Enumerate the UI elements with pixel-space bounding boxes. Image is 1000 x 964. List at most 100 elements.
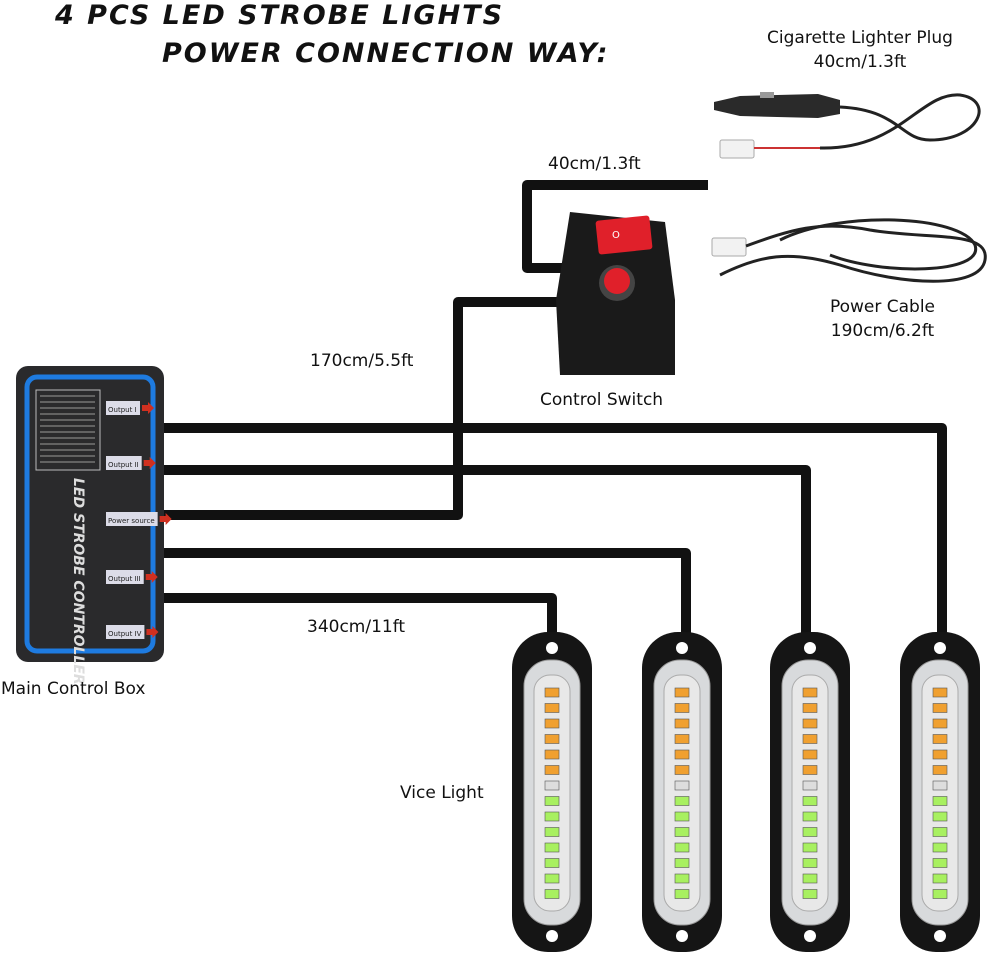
- cable-output-1: [160, 423, 947, 640]
- led: [674, 827, 690, 837]
- title-line-2: POWER CONNECTION WAY:: [162, 38, 610, 69]
- mount-hole: [546, 642, 558, 654]
- cigarette-lighter-plug: [714, 92, 981, 159]
- led: [802, 873, 818, 884]
- led: [674, 811, 690, 822]
- led: [802, 749, 818, 760]
- rocker-switch[interactable]: [595, 215, 653, 255]
- led: [932, 718, 948, 729]
- cable-output-3: [160, 548, 691, 640]
- port-label-text: Output I: [108, 406, 137, 414]
- led: [932, 811, 948, 822]
- port-label-text: Output II: [108, 461, 139, 469]
- led: [544, 858, 560, 868]
- label-control-switch: Control Switch: [540, 390, 664, 410]
- label-main-control-box: Main Control Box: [1, 679, 146, 699]
- port-label: Output III: [106, 570, 158, 584]
- mount-hole: [546, 930, 558, 942]
- port-label-text: Power source: [108, 517, 155, 525]
- arrow-right-icon: [159, 513, 172, 525]
- led: [544, 718, 560, 729]
- arrow-right-icon: [146, 626, 159, 638]
- port-label: Output I: [106, 401, 154, 415]
- led: [674, 718, 690, 729]
- label-cigarette-plug: Cigarette Lighter Plug: [767, 28, 953, 48]
- arrow-right-icon: [143, 457, 156, 469]
- vice-light: [770, 632, 850, 952]
- cable-output-2: [160, 465, 811, 640]
- led: [802, 780, 818, 791]
- led: [674, 858, 690, 868]
- led: [932, 889, 948, 899]
- cable-output-4: [160, 593, 557, 640]
- label-power-cable-length: 190cm/6.2ft: [830, 321, 935, 341]
- mount-hole: [934, 642, 946, 654]
- port-label: Output IV: [106, 625, 159, 639]
- led: [802, 858, 818, 868]
- led: [802, 811, 818, 822]
- label-cigarette-length: 40cm/1.3ft: [813, 52, 907, 72]
- led: [932, 780, 948, 791]
- label-switch-cable-length: 40cm/1.3ft: [548, 154, 641, 174]
- vice-light: [642, 632, 722, 952]
- control-switch[interactable]: O: [556, 212, 675, 375]
- led: [674, 765, 690, 775]
- port-label-text: Output III: [108, 575, 141, 583]
- led: [544, 765, 560, 775]
- label-vice-light: Vice Light: [400, 783, 484, 803]
- rocker-off-mark: O: [612, 230, 620, 241]
- led: [674, 749, 690, 760]
- led: [674, 889, 690, 899]
- mount-hole: [804, 930, 816, 942]
- led: [932, 765, 948, 775]
- led: [544, 889, 560, 899]
- cable-power-source: [160, 297, 578, 520]
- mount-hole: [676, 642, 688, 654]
- led: [544, 780, 560, 791]
- label-light-cable-length: 340cm/11ft: [307, 617, 406, 637]
- led: [674, 687, 690, 698]
- power-cable-coil: [711, 218, 987, 283]
- led: [932, 703, 948, 713]
- led: [932, 842, 948, 853]
- led: [674, 873, 690, 884]
- led: [544, 734, 560, 744]
- brand-text: LED STROBE CONTROLLER: [70, 478, 86, 685]
- mount-hole: [676, 930, 688, 942]
- led: [802, 796, 818, 806]
- label-switch-to-box-length: 170cm/5.5ft: [310, 351, 414, 371]
- led: [932, 873, 948, 884]
- label-power-cable: Power Cable: [829, 297, 936, 317]
- led: [932, 687, 948, 698]
- led: [674, 703, 690, 713]
- led: [932, 858, 948, 868]
- mount-hole: [804, 642, 816, 654]
- led: [674, 842, 690, 853]
- port-label-text: Output IV: [108, 630, 142, 638]
- led: [932, 749, 948, 760]
- led: [544, 703, 560, 713]
- led: [932, 796, 948, 806]
- led: [802, 734, 818, 744]
- port-label: Power source: [106, 512, 172, 526]
- led: [802, 889, 818, 899]
- led: [802, 765, 818, 775]
- led: [674, 780, 690, 791]
- main-control-box: LED STROBE CONTROLLER Output I Output II P…: [16, 366, 172, 685]
- push-button[interactable]: [604, 268, 630, 294]
- mount-hole: [934, 930, 946, 942]
- led: [544, 873, 560, 884]
- led: [802, 703, 818, 713]
- vice-light: [900, 632, 980, 952]
- led: [802, 842, 818, 853]
- arrow-right-icon: [142, 402, 154, 414]
- led: [932, 734, 948, 744]
- arrow-right-icon: [145, 571, 158, 583]
- led: [674, 734, 690, 744]
- spec-text-lines: [40, 395, 95, 463]
- title-line-1: 4 PCS LED STROBE LIGHTS: [55, 0, 505, 31]
- led: [674, 796, 690, 806]
- led: [544, 796, 560, 806]
- port-label: Output II: [106, 456, 156, 470]
